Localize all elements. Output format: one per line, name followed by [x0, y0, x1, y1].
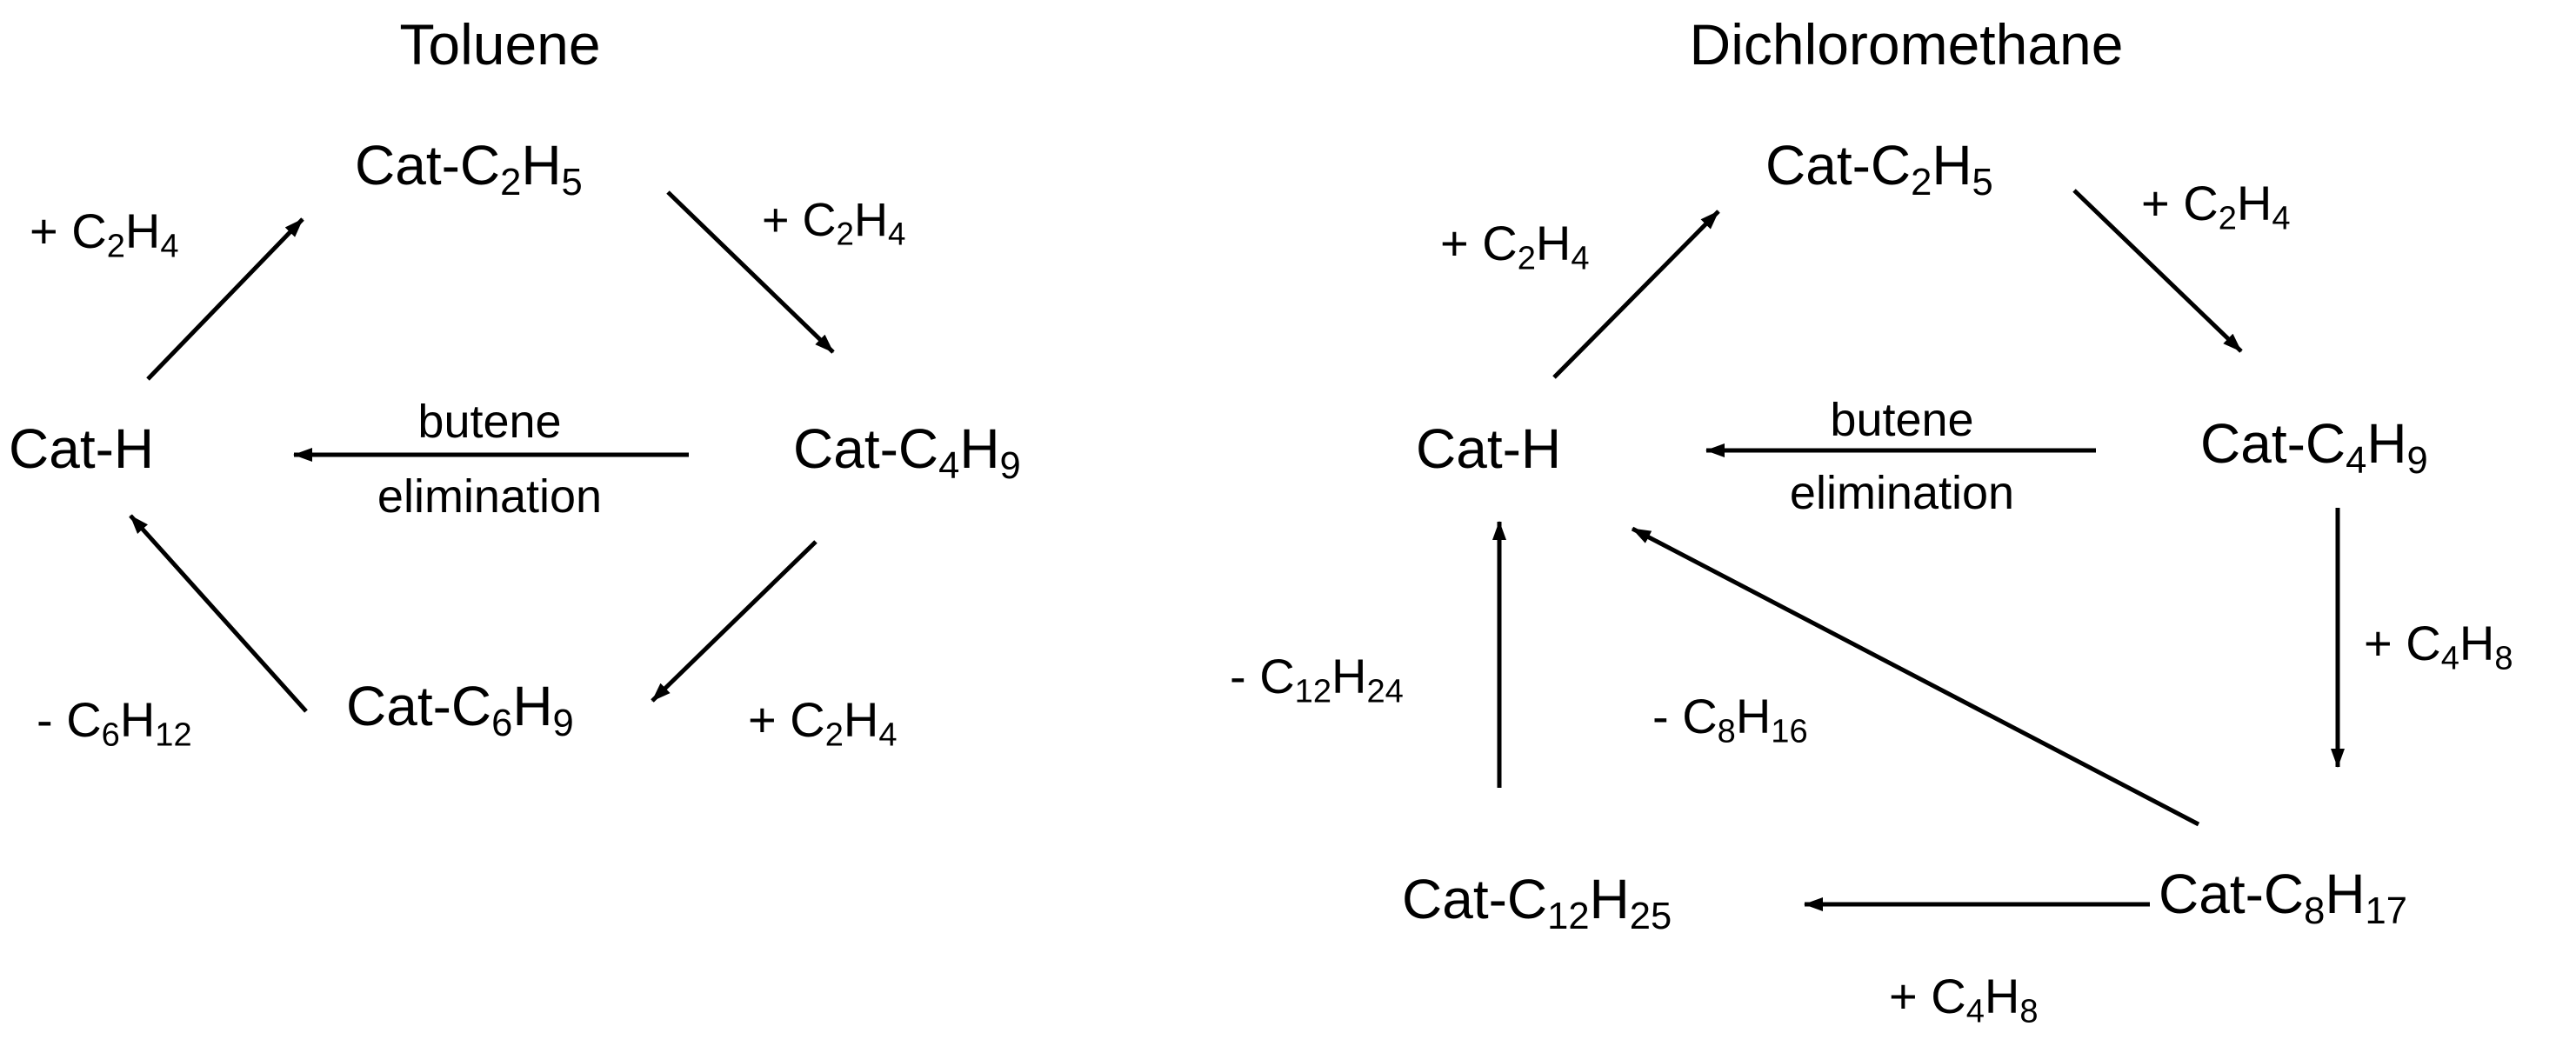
arrow-dcm-c8h17-to-h — [1631, 526, 2200, 827]
toluene-label-add-c2h4-bottom: + C2H4 — [748, 692, 898, 754]
toluene-label-butene: butene — [417, 396, 562, 448]
toluene-label-add-c2h4-left: + C2H4 — [30, 203, 179, 265]
arrow-dcm-h-to-c2h5 — [1552, 210, 1720, 379]
toluene-cat-c4h9: Cat-C4H9 — [793, 417, 1021, 488]
toluene-cat-c6h9: Cat-C6H9 — [346, 675, 574, 745]
dcm-label-add-c4h8-bottom: + C4H8 — [1889, 969, 2039, 1030]
dcm-label-butene: butene — [1830, 394, 1974, 446]
toluene-label-minus-c6h12: - C6H12 — [37, 692, 192, 754]
dcm-title: Dichloromethane — [1689, 12, 2124, 77]
dcm-label-minus-c8h16: - C8H16 — [1652, 689, 1808, 750]
dcm-label-add-c2h4-left: + C2H4 — [1440, 216, 1590, 277]
arrow-toluene-h-to-c2h5 — [146, 217, 304, 381]
toluene-label-add-c2h4-top: + C2H4 — [762, 194, 906, 252]
toluene-label-elimination: elimination — [377, 470, 603, 523]
arrow-dcm-c2h5-to-c4h9 — [2072, 189, 2243, 353]
dcm-cat-h: Cat-H — [1416, 417, 1562, 480]
arrow-toluene-c2h5-to-c4h9 — [666, 190, 835, 354]
dcm-cat-c8h17: Cat-C8H17 — [2159, 863, 2407, 933]
toluene-title: Toluene — [399, 12, 601, 77]
toluene-cat-c2h5: Cat-C2H5 — [355, 134, 583, 204]
arrow-toluene-c4h9-to-c6h9 — [651, 540, 818, 703]
dcm-label-add-c4h8-right: + C4H8 — [2364, 616, 2513, 677]
dcm-cat-c4h9: Cat-C4H9 — [2200, 412, 2428, 483]
dcm-cat-c12h25: Cat-C12H25 — [1402, 868, 1672, 938]
arrow-toluene-c6h9-to-h — [129, 514, 308, 713]
dcm-cat-c2h5: Cat-C2H5 — [1765, 134, 1993, 204]
toluene-cat-h: Cat-H — [9, 417, 155, 480]
dcm-label-add-c2h4-top: + C2H4 — [2141, 176, 2291, 237]
dcm-label-minus-c12h24: - C12H24 — [1230, 649, 1404, 710]
dcm-label-elimination: elimination — [1789, 467, 2015, 519]
